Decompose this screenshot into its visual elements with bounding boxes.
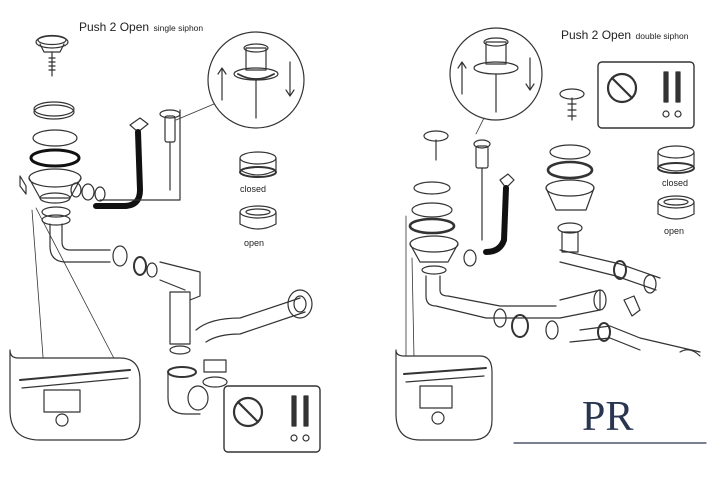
strainer-stack-right bbox=[546, 89, 594, 252]
label-closed-right: closed bbox=[662, 178, 689, 188]
label-open: open bbox=[244, 238, 265, 248]
label-open-right: open bbox=[664, 226, 685, 236]
plug-closed-right bbox=[658, 146, 694, 173]
bottom-detail-circle bbox=[10, 350, 140, 440]
title-double-siphon: Push 2 Open double siphon bbox=[561, 26, 688, 44]
strainer-basket bbox=[36, 36, 68, 77]
no-tools-box bbox=[224, 386, 320, 452]
title-main: Push 2 Open bbox=[79, 20, 150, 34]
title-main-right: Push 2 Open bbox=[561, 28, 632, 42]
drain-pipes-right bbox=[426, 250, 700, 356]
strainer-stack-left bbox=[410, 131, 458, 274]
label-closed: closed bbox=[240, 184, 267, 194]
overflow-hose bbox=[71, 110, 180, 206]
drain-pipe bbox=[50, 224, 312, 414]
push-button-detail bbox=[176, 32, 304, 128]
title-single-siphon: Push 2 Open single siphon bbox=[79, 18, 203, 36]
overflow-hose-right bbox=[464, 140, 514, 266]
pr-logo: PR bbox=[514, 394, 706, 443]
push-button-detail-right bbox=[450, 28, 542, 134]
logo-letters: PR bbox=[582, 394, 633, 440]
plug-closed bbox=[240, 152, 276, 177]
bottom-detail-circle-right bbox=[396, 350, 492, 440]
title-sub-right: double siphon bbox=[635, 31, 689, 41]
plug-open bbox=[240, 206, 276, 229]
title-sub: single siphon bbox=[153, 23, 204, 33]
no-tools-box-right bbox=[598, 62, 694, 128]
plug-open-right bbox=[658, 196, 694, 219]
